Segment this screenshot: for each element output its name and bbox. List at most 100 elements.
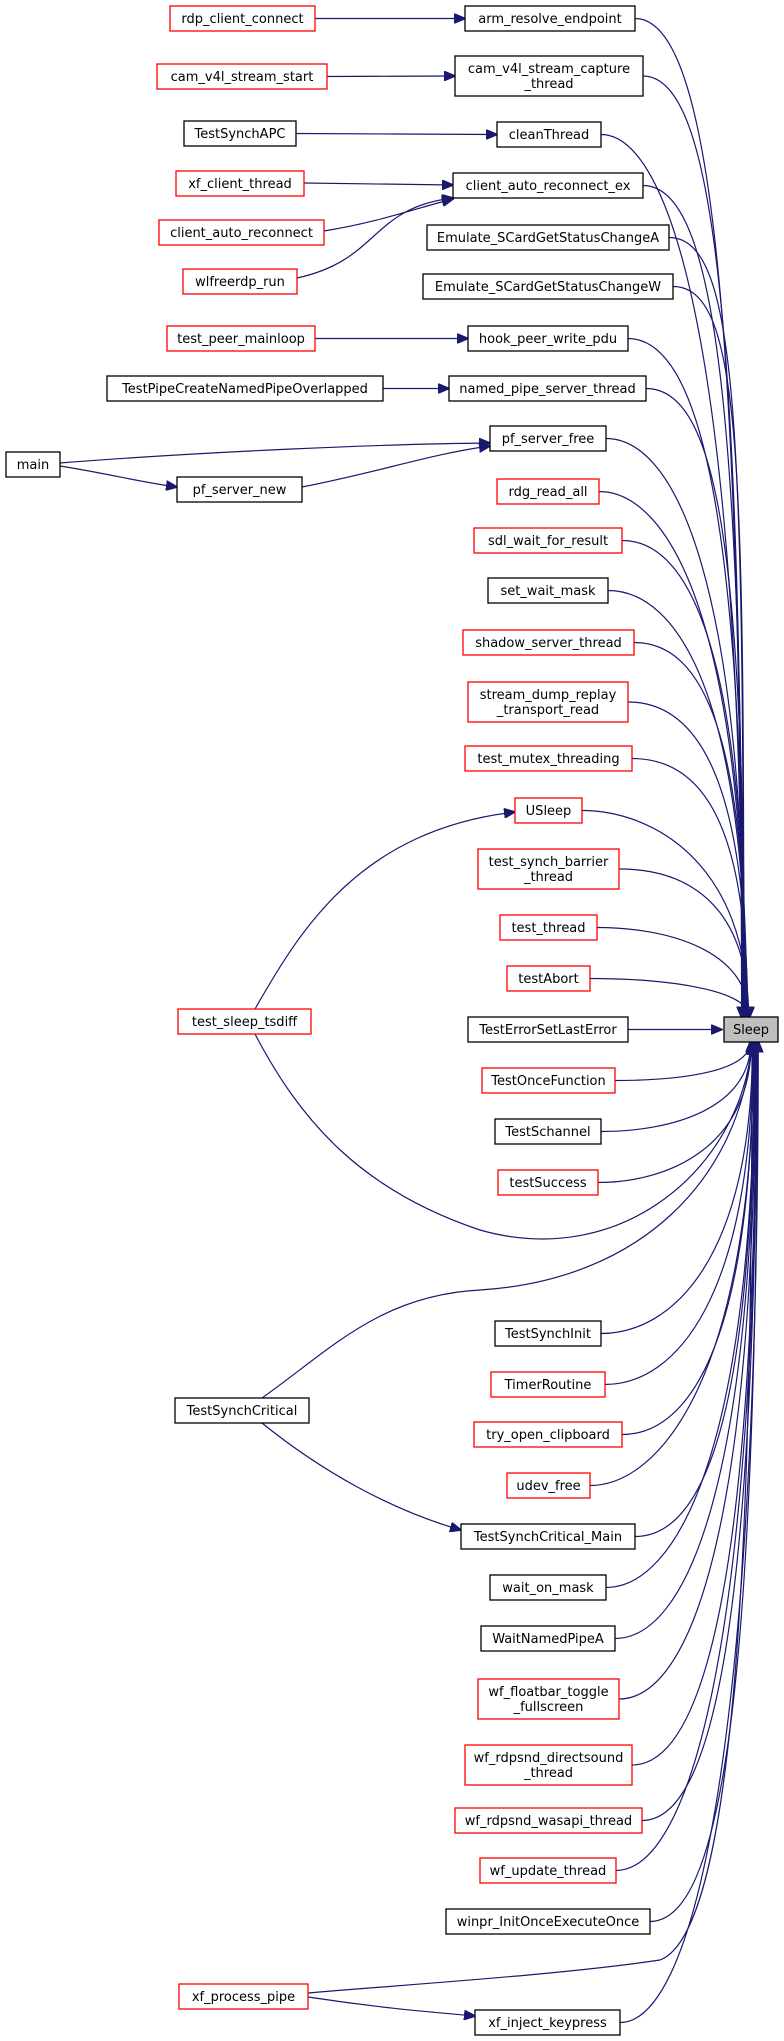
node-wf_rdpsnd_directsound_thread[interactable]: wf_rdpsnd_directsound_thread: [464, 1744, 633, 1786]
node-label: pf_server_free: [502, 432, 595, 447]
node-wf_rdpsnd_wasapi_thread[interactable]: wf_rdpsnd_wasapi_thread: [454, 1807, 643, 1834]
node-udev_free[interactable]: udev_free: [506, 1472, 591, 1499]
node-box: [422, 273, 674, 300]
node-label: _fullscreen: [513, 1700, 584, 1715]
node-box: [506, 965, 591, 992]
node-label: _thread: [523, 870, 573, 885]
node-TestSynchInit[interactable]: TestSynchInit: [494, 1320, 602, 1347]
node-winpr_InitOnceExecuteOnce[interactable]: winpr_InitOnceExecuteOnce: [445, 1908, 651, 1935]
node-TestSchannel[interactable]: TestSchannel: [494, 1118, 602, 1145]
edge-wlfreerdp_run-to-client_auto_reconnect_ex: [296, 198, 453, 279]
edge-cleanThread-to-Sleep: [600, 133, 743, 1018]
node-box: [494, 1118, 602, 1145]
edge-testAbort-to-Sleep: [589, 977, 750, 1018]
node-label: cam_v4l_stream_start: [171, 70, 314, 85]
node-box: [487, 577, 609, 604]
node-wf_update_thread[interactable]: wf_update_thread: [479, 1857, 617, 1884]
node-pf_server_new[interactable]: pf_server_new: [176, 476, 303, 503]
node-label: set_wait_mask: [500, 584, 596, 599]
node-hook_peer_write_pdu[interactable]: hook_peer_write_pdu: [467, 325, 629, 352]
edge-main-to-pf_server_free: [59, 443, 490, 464]
edge-pf_server_new-to-pf_server_free: [301, 446, 490, 488]
node-test_synch_barrier_thread[interactable]: test_synch_barrier_thread: [477, 848, 620, 890]
node-label: USleep: [526, 804, 572, 819]
node-USleep[interactable]: USleep: [514, 797, 583, 824]
edge-main-to-pf_server_new: [59, 465, 177, 487]
node-set_wait_mask[interactable]: set_wait_mask: [487, 577, 609, 604]
node-box: [106, 375, 384, 402]
edge-named_pipe_server_thread-to-Sleep: [645, 387, 745, 1018]
node-box: [723, 1016, 779, 1043]
node-label: TestSynchCritical_Main: [473, 1530, 622, 1545]
node-test_mutex_threading[interactable]: test_mutex_threading: [464, 745, 633, 772]
node-test_peer_mainloop[interactable]: test_peer_mainloop: [166, 325, 316, 352]
node-sdl_wait_for_result[interactable]: sdl_wait_for_result: [473, 527, 623, 554]
node-label: stream_dump_replay: [480, 688, 617, 703]
node-TestPipeCreateNamedPipeOverlapped[interactable]: TestPipeCreateNamedPipeOverlapped: [106, 375, 384, 402]
node-wf_floatbar_toggle_fullscreen[interactable]: wf_floatbar_toggle_fullscreen: [477, 1678, 620, 1720]
node-Emulate_SCardGetStatusChangeW[interactable]: Emulate_SCardGetStatusChangeW: [422, 273, 674, 300]
node-label: _thread: [523, 77, 573, 92]
node-TestSynchCritical_Main[interactable]: TestSynchCritical_Main: [460, 1523, 636, 1550]
node-test_thread[interactable]: test_thread: [499, 914, 598, 941]
node-box: [473, 1421, 623, 1448]
node-client_auto_reconnect[interactable]: client_auto_reconnect: [158, 219, 325, 246]
node-wlfreerdp_run[interactable]: wlfreerdp_run: [182, 268, 298, 295]
node-label: TestSchannel: [504, 1125, 590, 1140]
node-TimerRoutine[interactable]: TimerRoutine: [490, 1371, 606, 1398]
edge-test_synch_barrier_thread-to-Sleep: [618, 868, 749, 1018]
edge-wf_update_thread-to-Sleep: [615, 1042, 757, 1872]
node-pf_server_free[interactable]: pf_server_free: [489, 425, 607, 452]
node-Emulate_SCardGetStatusChangeA[interactable]: Emulate_SCardGetStatusChangeA: [426, 224, 670, 251]
node-box: [496, 121, 602, 148]
edge-wf_floatbar_toggle_fullscreen-to-Sleep: [618, 1042, 756, 1700]
node-arm_resolve_endpoint[interactable]: arm_resolve_endpoint: [464, 5, 636, 32]
node-stream_dump_replay_transport_read[interactable]: stream_dump_replay_transport_read: [467, 681, 629, 723]
node-label: testAbort: [518, 972, 579, 987]
node-label: named_pipe_server_thread: [459, 382, 636, 397]
node-TestSynchAPC[interactable]: TestSynchAPC: [183, 120, 297, 147]
node-rdg_read_all[interactable]: rdg_read_all: [496, 478, 600, 505]
node-rdp_client_connect[interactable]: rdp_client_connect: [169, 5, 316, 32]
node-named_pipe_server_thread[interactable]: named_pipe_server_thread: [448, 375, 647, 402]
node-xf_process_pipe[interactable]: xf_process_pipe: [178, 1983, 309, 2010]
node-cam_v4l_stream_start[interactable]: cam_v4l_stream_start: [156, 63, 328, 90]
node-test_sleep_tsdiff[interactable]: test_sleep_tsdiff: [177, 1008, 312, 1035]
node-xf_client_thread[interactable]: xf_client_thread: [175, 170, 305, 197]
node-box: [477, 1678, 620, 1720]
edge-sdl_wait_for_result-to-Sleep: [621, 539, 746, 1018]
edge-stream_dump_replay_transport_read-to-Sleep: [627, 701, 747, 1018]
node-label: test_sleep_tsdiff: [192, 1015, 298, 1030]
node-label: udev_free: [516, 1479, 580, 1494]
node-TestOnceFunction[interactable]: TestOnceFunction: [481, 1067, 616, 1094]
node-client_auto_reconnect_ex[interactable]: client_auto_reconnect_ex: [452, 172, 644, 199]
node-cam_v4l_stream_capture_thread[interactable]: cam_v4l_stream_capture_thread: [454, 55, 644, 97]
edge-USleep-to-Sleep: [581, 809, 748, 1018]
node-label: wf_rdpsnd_wasapi_thread: [465, 1814, 632, 1829]
node-box: [514, 797, 583, 824]
node-label: cam_v4l_stream_capture: [468, 62, 630, 77]
node-label: shadow_server_thread: [475, 636, 622, 651]
edges-layer: [59, 19, 758, 2024]
node-xf_inject_keypress[interactable]: xf_inject_keypress: [474, 2009, 621, 2036]
node-box: [462, 629, 635, 656]
node-testAbort[interactable]: testAbort: [506, 965, 591, 992]
edge-cam_v4l_stream_capture_thread-to-Sleep: [642, 75, 742, 1018]
edge-TimerRoutine-to-Sleep: [604, 1042, 753, 1386]
node-label: Emulate_SCardGetStatusChangeW: [435, 280, 661, 295]
node-TestErrorSetLastError[interactable]: TestErrorSetLastError: [467, 1016, 629, 1043]
node-main[interactable]: main: [5, 451, 61, 478]
node-label: rdg_read_all: [508, 485, 587, 500]
node-box: [467, 325, 629, 352]
node-wait_on_mask[interactable]: wait_on_mask: [489, 1574, 607, 1601]
node-TestSynchCritical[interactable]: TestSynchCritical: [174, 1397, 310, 1424]
node-testSuccess[interactable]: testSuccess: [497, 1169, 599, 1196]
node-WaitNamedPipeA[interactable]: WaitNamedPipeA: [480, 1625, 616, 1652]
node-box: [178, 1983, 309, 2010]
node-try_open_clipboard[interactable]: try_open_clipboard: [473, 1421, 623, 1448]
node-label: test_peer_mainloop: [177, 332, 305, 347]
node-box: [464, 745, 633, 772]
node-shadow_server_thread[interactable]: shadow_server_thread: [462, 629, 635, 656]
node-label: arm_resolve_endpoint: [478, 12, 621, 27]
node-cleanThread[interactable]: cleanThread: [496, 121, 602, 148]
